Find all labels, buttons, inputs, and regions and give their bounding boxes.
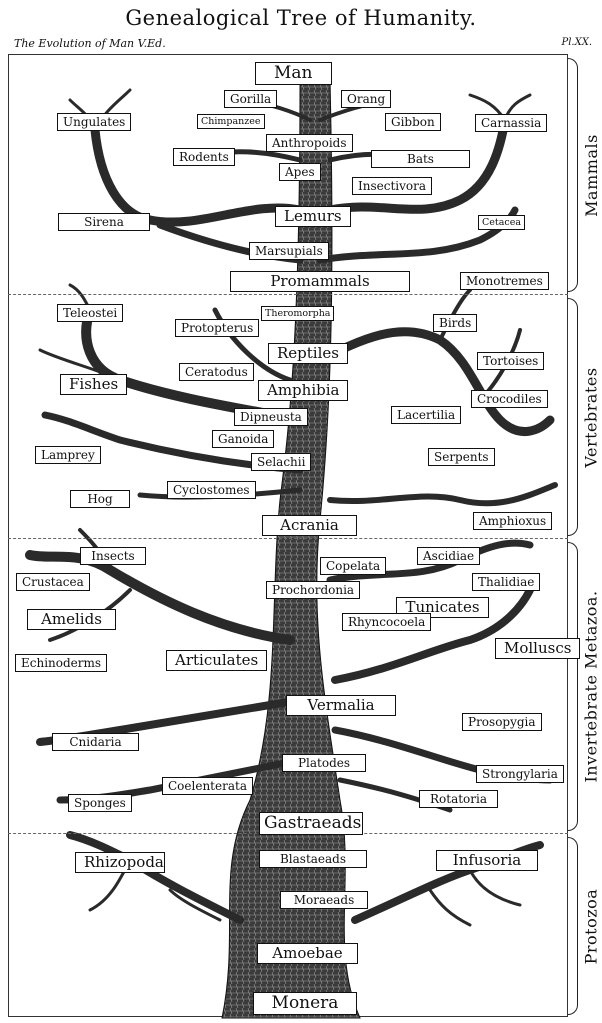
label-monera: Monera <box>253 992 357 1015</box>
label-anthropoids: Anthropoids <box>266 134 353 152</box>
book-reference: The Evolution of Man V.Ed. <box>14 37 166 50</box>
invertebrate-metazoa-brace <box>568 542 578 831</box>
label-insects: Insects <box>80 547 146 565</box>
label-lamprey: Lamprey <box>35 446 101 464</box>
label-ceratodus: Ceratodus <box>179 363 254 381</box>
label-ascidiae: Ascidiae <box>417 547 481 565</box>
label-hog: Hog <box>70 490 130 508</box>
label-theromorpha: Theromorpha <box>261 306 335 321</box>
label-reptiles: Reptiles <box>268 343 348 364</box>
label-promammals: Promammals <box>230 271 410 292</box>
section-invertebrate-metazoa: Invertebrate Metazoa. <box>581 590 601 783</box>
section-protozoa: Protozoa <box>581 888 601 964</box>
label-echinoderms: Echinoderms <box>15 654 108 672</box>
label-serpents: Serpents <box>428 448 495 466</box>
label-amphibia: Amphibia <box>258 380 349 401</box>
label-coelenterata: Coelenterata <box>162 777 253 795</box>
label-infusoria: Infusoria <box>436 850 538 871</box>
label-sponges: Sponges <box>68 794 132 812</box>
label-marsupials: Marsupials <box>249 242 329 260</box>
divider-mammals-vertebrates <box>8 294 568 295</box>
label-articulates: Articulates <box>166 650 268 671</box>
label-man: Man <box>255 62 332 85</box>
section-vertebrates: Vertebrates <box>581 366 601 468</box>
label-rotatoria: Rotatoria <box>419 790 498 808</box>
label-rodents: Rodents <box>173 148 235 166</box>
label-teleostei: Teleostei <box>57 304 124 322</box>
label-rhizopoda: Rhizopoda <box>75 852 165 873</box>
label-cyclostomes: Cyclostomes <box>167 481 256 499</box>
label-cnidaria: Cnidaria <box>52 733 139 751</box>
label-copelata: Copelata <box>320 557 387 575</box>
label-gorilla: Gorilla <box>224 90 278 108</box>
label-rhyncocoela: Rhyncocoela <box>342 613 432 631</box>
label-ganoida: Ganoida <box>212 430 275 448</box>
label-protopterus: Protopterus <box>175 319 260 337</box>
label-apes: Apes <box>279 163 321 181</box>
label-amelids: Amelids <box>27 609 116 630</box>
mammals-brace <box>568 58 578 292</box>
plate-number: Pl.XX. <box>561 37 592 48</box>
label-gastraeads: Gastraeads <box>259 812 363 835</box>
plate-title: Genealogical Tree of Humanity. <box>125 6 477 30</box>
label-orang: Orang <box>341 90 392 108</box>
vertebrates-brace <box>568 298 578 536</box>
label-carnassia: Carnassia <box>475 114 548 132</box>
label-tunicates: Tunicates <box>396 597 489 618</box>
label-cetacea: Cetacea <box>478 215 525 230</box>
label-bats: Bats <box>371 150 470 168</box>
label-moraeads: Moraeads <box>280 891 368 909</box>
label-birds: Birds <box>433 314 478 332</box>
label-amphioxus: Amphioxus <box>473 512 553 530</box>
label-prosopygia: Prosopygia <box>462 713 542 731</box>
label-molluscs: Molluscs <box>495 638 581 659</box>
protozoa-brace <box>568 837 578 1015</box>
label-acrania: Acrania <box>262 515 357 536</box>
label-prochordonia: Prochordonia <box>266 581 361 599</box>
section-mammals: Mammals <box>581 133 601 217</box>
divider-vertebrates-invertebrates <box>8 538 568 539</box>
label-crocodiles: Crocodiles <box>471 390 548 408</box>
label-vermalia: Vermalia <box>286 695 396 716</box>
label-ungulates: Ungulates <box>57 113 132 131</box>
label-blastaeads: Blastaeads <box>259 850 367 868</box>
label-gibbon: Gibbon <box>385 113 441 131</box>
label-insectivora: Insectivora <box>352 177 433 195</box>
label-selachii: Selachii <box>251 453 312 471</box>
label-thalidiae: Thalidiae <box>472 573 541 591</box>
label-monotremes: Monotremes <box>460 272 549 290</box>
label-lacertilia: Lacertilia <box>391 406 462 424</box>
label-dipneusta: Dipneusta <box>234 408 308 426</box>
label-tortoises: Tortoises <box>477 352 545 370</box>
label-lemurs: Lemurs <box>275 206 351 227</box>
label-sirena: Sirena <box>58 213 150 231</box>
label-amoebae: Amoebae <box>257 943 358 964</box>
label-chimpanzee: Chimpanzee <box>197 114 265 129</box>
label-platodes: Platodes <box>282 754 366 772</box>
label-crustacea: Crustacea <box>16 573 90 591</box>
label-fishes: Fishes <box>60 374 128 395</box>
label-strongylaria: Strongylaria <box>476 765 564 783</box>
